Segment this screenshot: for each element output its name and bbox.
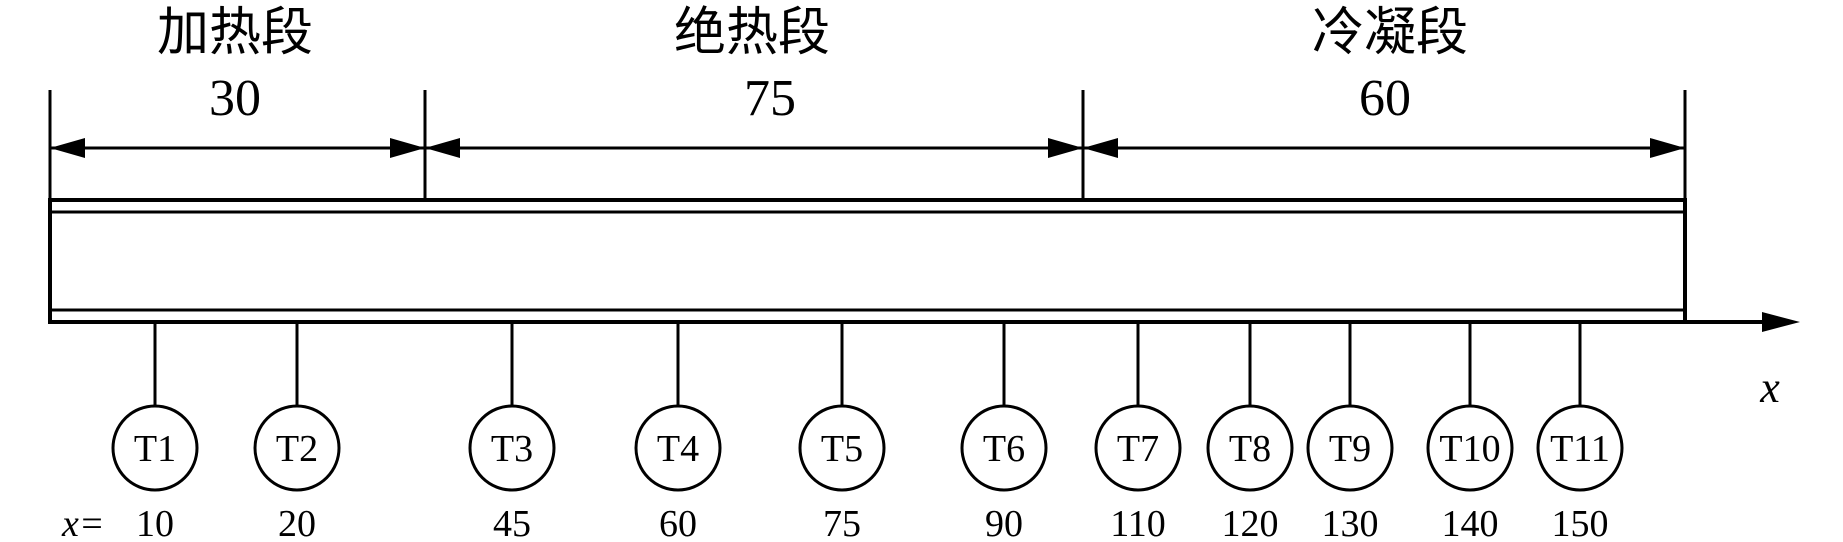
section-title-condensing: 冷凝段 bbox=[1312, 5, 1468, 62]
thermocouple-circle bbox=[253, 404, 341, 492]
heat-pipe bbox=[48, 198, 1687, 324]
position-prefix: x= bbox=[61, 503, 105, 542]
thermocouples: T110T220T345T460T575T690T7110T8120T9130T… bbox=[111, 322, 1624, 542]
section-length-condensing: 60 bbox=[1359, 70, 1411, 127]
thermocouple-t5: T5 75 bbox=[798, 322, 886, 542]
thermocouple-t6: T6 90 bbox=[960, 322, 1048, 542]
thermocouple-label: T4 bbox=[657, 428, 699, 470]
section-length-adiabatic: 75 bbox=[744, 70, 796, 127]
thermocouple-label: T7 bbox=[1117, 428, 1159, 470]
thermocouple-t3: T3 45 bbox=[468, 322, 556, 542]
thermocouple-label: T1 bbox=[134, 428, 176, 470]
thermocouple-t10: T10 140 bbox=[1426, 322, 1514, 542]
thermocouple-label: T10 bbox=[1439, 428, 1500, 470]
thermocouple-circle bbox=[1094, 404, 1182, 492]
thermocouple-label: T6 bbox=[983, 428, 1025, 470]
thermocouple-t8: T8 120 bbox=[1206, 322, 1294, 542]
thermocouple-position: 140 bbox=[1442, 503, 1499, 542]
thermocouple-label: T11 bbox=[1550, 428, 1610, 470]
thermocouple-position: 150 bbox=[1552, 503, 1609, 542]
thermocouple-t4: T4 60 bbox=[634, 322, 722, 542]
dimension-arrows bbox=[50, 138, 1685, 158]
thermocouple-position: 10 bbox=[136, 503, 174, 542]
thermocouple-circle bbox=[1426, 404, 1514, 492]
thermocouple-position: 90 bbox=[985, 503, 1023, 542]
thermocouple-circle bbox=[1306, 404, 1394, 492]
thermocouple-position: 20 bbox=[278, 503, 316, 542]
thermocouple-circle bbox=[960, 404, 1048, 492]
thermocouple-t2: T2 20 bbox=[253, 322, 341, 542]
thermocouple-position: 75 bbox=[823, 503, 861, 542]
thermocouple-circle bbox=[798, 404, 886, 492]
section-length-heating: 30 bbox=[209, 70, 261, 127]
thermocouple-circle bbox=[634, 404, 722, 492]
position-prefix-text: x= bbox=[61, 503, 105, 542]
thermocouple-t1: T1 10 bbox=[111, 322, 199, 542]
thermocouple-label: T2 bbox=[276, 428, 318, 470]
extension-lines bbox=[48, 90, 1687, 200]
thermocouple-t11: T11 150 bbox=[1536, 322, 1624, 542]
thermocouple-circle bbox=[468, 404, 556, 492]
x-axis-arrowhead bbox=[1762, 312, 1800, 332]
section-title-heating: 加热段 bbox=[157, 5, 313, 62]
thermocouple-label: T5 bbox=[821, 428, 863, 470]
x-axis bbox=[50, 312, 1800, 332]
thermocouple-circle bbox=[1536, 404, 1624, 492]
thermocouple-position: 60 bbox=[659, 503, 697, 542]
thermocouple-label: T9 bbox=[1329, 428, 1371, 470]
thermocouple-label: T3 bbox=[491, 428, 533, 470]
thermocouple-t9: T9 130 bbox=[1306, 322, 1394, 542]
thermocouple-t7: T7 110 bbox=[1094, 322, 1182, 542]
thermocouple-position: 130 bbox=[1322, 503, 1379, 542]
thermocouple-position: 110 bbox=[1110, 503, 1166, 542]
x-axis-label: x bbox=[1759, 363, 1780, 412]
thermocouple-position: 120 bbox=[1222, 503, 1279, 542]
thermocouple-circle bbox=[1206, 404, 1294, 492]
section-title-adiabatic: 绝热段 bbox=[674, 5, 830, 62]
thermocouple-label: T8 bbox=[1229, 428, 1271, 470]
thermocouple-circle bbox=[111, 404, 199, 492]
thermocouple-position: 45 bbox=[493, 503, 531, 542]
